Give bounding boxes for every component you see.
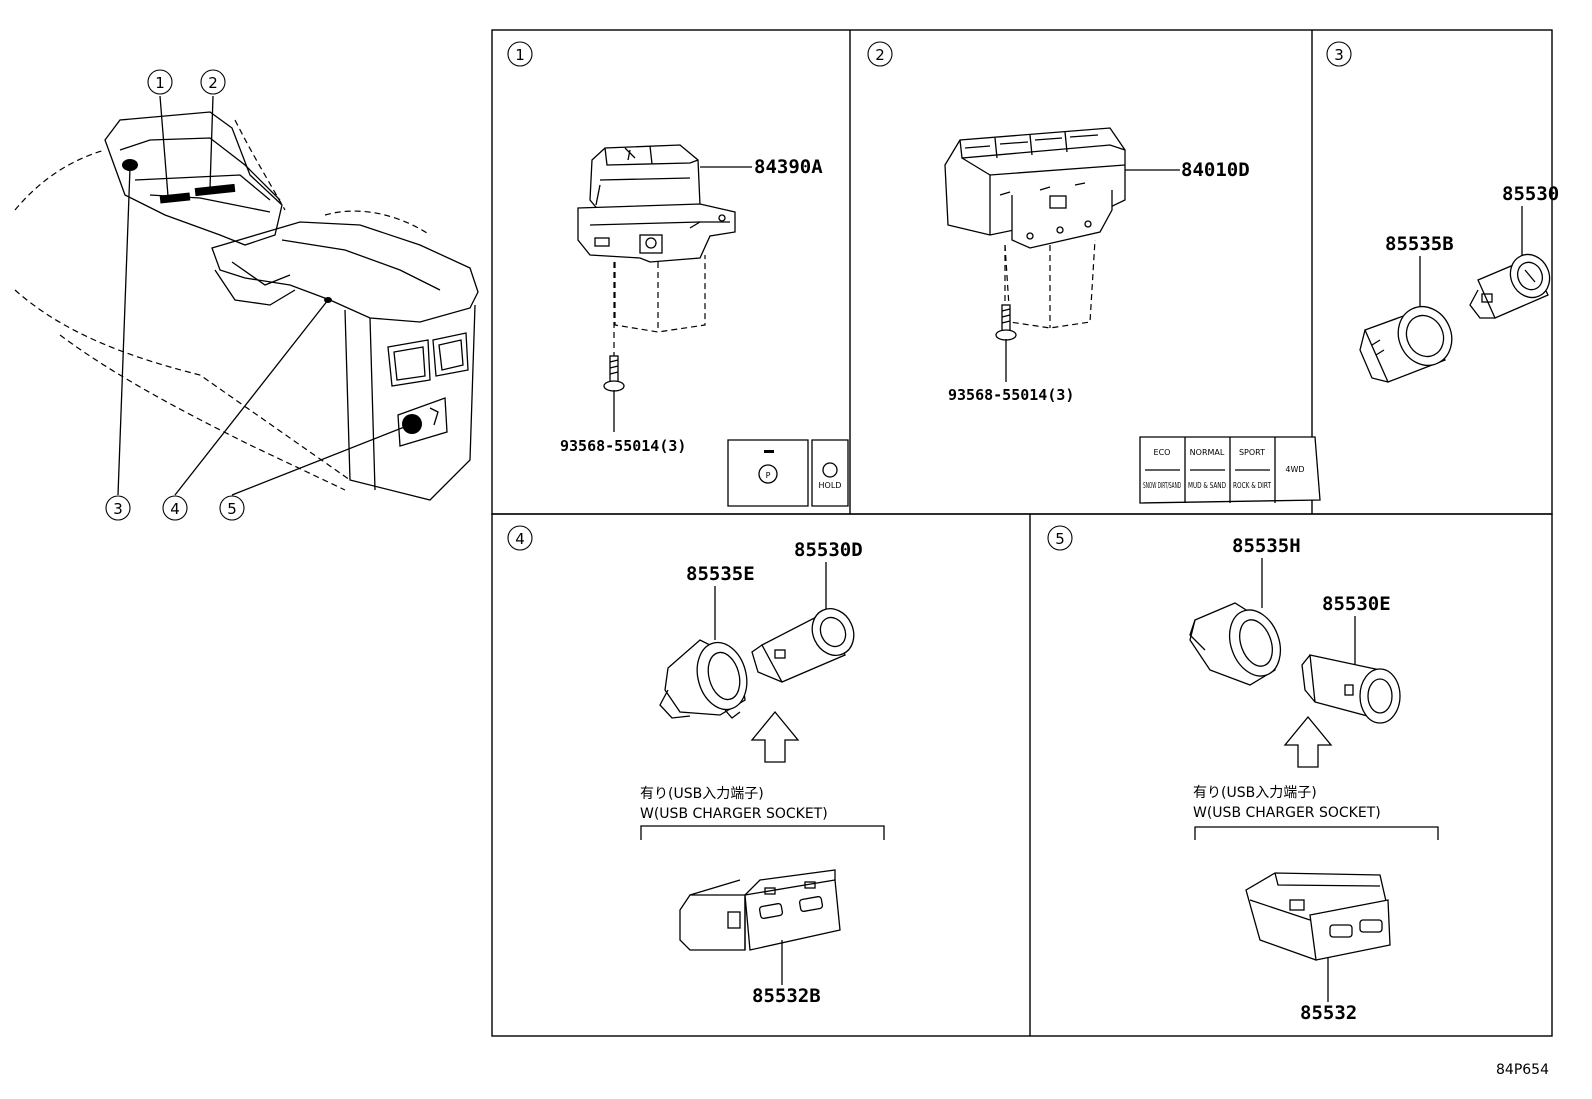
svg-text:SPORT: SPORT bbox=[1239, 448, 1265, 457]
svg-text:HOLD: HOLD bbox=[819, 481, 842, 490]
power-outlet-85530D bbox=[751, 608, 855, 683]
svg-text:5: 5 bbox=[1055, 530, 1065, 548]
usb-charger-85532B bbox=[679, 869, 841, 951]
panel-1: 1 84390A 935 bbox=[507, 41, 849, 507]
switch-face-p1: P HOLD bbox=[727, 439, 849, 507]
part-85535H: 85535H bbox=[1232, 535, 1301, 557]
callout-3: 3 bbox=[105, 495, 131, 521]
socket-85535B bbox=[1359, 306, 1453, 383]
part-84010D: 84010D bbox=[1181, 159, 1250, 181]
drive-mode-switch bbox=[944, 127, 1126, 249]
svg-text:4: 4 bbox=[170, 500, 180, 518]
panel-frames bbox=[491, 29, 1553, 1037]
part-85530E: 85530E bbox=[1322, 593, 1391, 615]
svg-text:2: 2 bbox=[208, 74, 218, 92]
panel-4: 4 85535E 85530D 有り(USB入力端子) W(USB CHARGE… bbox=[507, 525, 885, 1007]
svg-text:1: 1 bbox=[515, 46, 525, 64]
svg-text:4: 4 bbox=[515, 530, 525, 548]
socket-85535H bbox=[1189, 602, 1282, 686]
caption-jp-p4: 有り(USB入力端子) bbox=[640, 786, 764, 802]
power-outlet-85530E bbox=[1301, 654, 1401, 724]
callout-4: 4 bbox=[162, 495, 188, 521]
socket-85535E bbox=[659, 639, 748, 719]
arrow-up-icon bbox=[750, 710, 800, 763]
panel-5: 5 85535H 85530E 有り(USB入力端子) W(USB CHARGE… bbox=[1047, 525, 1439, 1024]
part-85532: 85532 bbox=[1300, 1002, 1357, 1024]
diagram-code: 84P654 bbox=[1496, 1062, 1549, 1078]
power-outlet-85530 bbox=[1469, 253, 1551, 319]
svg-text:3: 3 bbox=[113, 500, 123, 518]
svg-text:ROCK & DIRT: ROCK & DIRT bbox=[1233, 481, 1271, 490]
caption-jp-p5: 有り(USB入力端子) bbox=[1193, 785, 1317, 801]
caption-en-p5: W(USB CHARGER SOCKET) bbox=[1193, 805, 1381, 821]
switch-slot-1 bbox=[159, 192, 191, 204]
screw-93568-p2 bbox=[995, 304, 1017, 382]
part-85530: 85530 bbox=[1502, 183, 1559, 205]
part-93568-55014-p2: 93568-55014(3) bbox=[948, 386, 1074, 404]
part-85530D: 85530D bbox=[794, 539, 863, 561]
svg-text:SNOW DIRT/SAND: SNOW DIRT/SAND bbox=[1143, 481, 1181, 490]
part-85532B: 85532B bbox=[752, 985, 821, 1007]
arrow-up-icon bbox=[1283, 715, 1333, 768]
panel-3: 3 85530 85535B bbox=[1326, 41, 1559, 383]
svg-text:P: P bbox=[766, 471, 771, 480]
svg-text:3: 3 bbox=[1334, 46, 1344, 64]
hold-icon bbox=[822, 462, 838, 478]
screw-93568-p1 bbox=[603, 355, 625, 432]
svg-text:2: 2 bbox=[875, 46, 885, 64]
console-overview: 1 2 3 4 5 bbox=[14, 69, 479, 521]
svg-text:1: 1 bbox=[155, 74, 165, 92]
part-85535E: 85535E bbox=[686, 563, 755, 585]
switch-face-p2: ECO NORMAL SPORT SNOW DIRT/SAND MUD & SA… bbox=[1139, 436, 1321, 504]
svg-text:5: 5 bbox=[227, 500, 237, 518]
panel-2: 2 84010D 93568-55014(3) bbox=[867, 41, 1321, 504]
usb-charger-85532 bbox=[1245, 872, 1391, 961]
svg-text:NORMAL: NORMAL bbox=[1190, 448, 1225, 457]
callout-1: 1 bbox=[147, 69, 173, 95]
callout-2: 2 bbox=[200, 69, 226, 95]
switch-slot-2 bbox=[194, 183, 236, 197]
part-93568-55014-p1: 93568-55014(3) bbox=[560, 437, 686, 455]
svg-text:4WD: 4WD bbox=[1285, 465, 1304, 474]
svg-text:MUD & SAND: MUD & SAND bbox=[1188, 481, 1226, 490]
callout-5: 5 bbox=[219, 495, 245, 521]
part-84390A: 84390A bbox=[754, 156, 823, 178]
caption-en-p4: W(USB CHARGER SOCKET) bbox=[640, 806, 828, 822]
part-85535B: 85535B bbox=[1385, 233, 1454, 255]
parking-brake-switch bbox=[577, 144, 736, 263]
svg-text:ECO: ECO bbox=[1154, 448, 1171, 457]
